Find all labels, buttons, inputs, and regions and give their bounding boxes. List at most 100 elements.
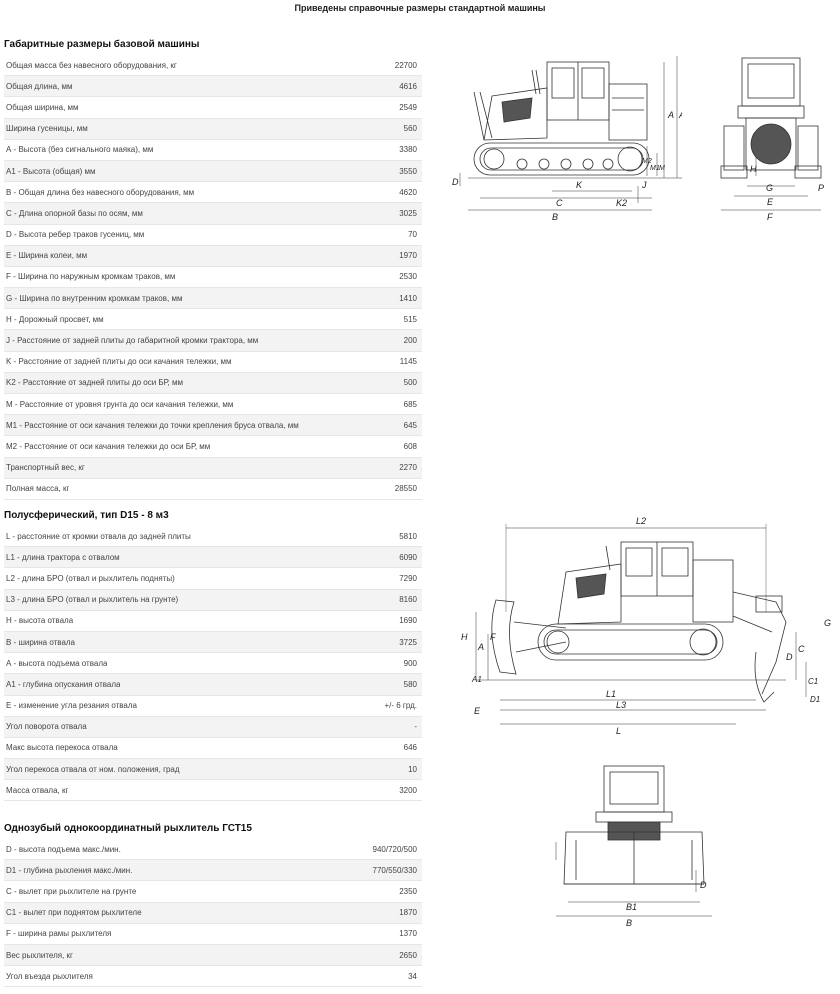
row-value: 2650 (399, 950, 417, 960)
row-label: Масса отвала, кг (6, 785, 69, 795)
row-value: 1145 (399, 357, 417, 367)
dim-label: B1 (626, 902, 637, 912)
row-value: 1370 (399, 929, 417, 939)
row-label: L1 - длина трактора с отвалом (6, 552, 120, 562)
table-row: J - Расстояние от задней плиты до габари… (4, 330, 422, 352)
dim-label: L1 (606, 689, 616, 699)
table-row: Е - Ширина колеи, мм 1970 (4, 245, 422, 267)
row-label: А - высота подъема отвала (6, 658, 108, 668)
row-value: 1870 (399, 908, 417, 918)
table-row: K2 - Расстояние от задней плиты до оси Б… (4, 372, 422, 394)
row-value: 1410 (399, 293, 417, 303)
table-row: В - Общая длина без навесного оборудован… (4, 182, 422, 204)
row-value: 685 (403, 399, 417, 409)
row-value: 560 (403, 124, 417, 134)
dim-label: G (824, 618, 831, 628)
table-row: Е - изменение угла резания отвала +/- 6 г… (4, 696, 422, 717)
row-label: Угол въезда рыхлителя (6, 971, 93, 981)
dim-label: E (474, 706, 481, 716)
row-label: G - Ширина по внутренним кромкам траков,… (6, 293, 183, 303)
row-value: +/- 6 грд. (384, 701, 417, 711)
row-value: 940/720/500 (372, 844, 418, 854)
section-title: Полусферический, тип D15 - 8 м3 (4, 510, 169, 521)
spec-table: D - высота подъема макс./мин. 940/720/500… (4, 839, 422, 988)
row-value: 3200 (399, 785, 417, 795)
row-value: 3725 (399, 637, 417, 647)
table-row: Общая масса без навесного оборудования, … (4, 55, 422, 77)
row-value: - (414, 722, 417, 732)
dim-label: K (576, 180, 583, 190)
row-label: L3 - длина БРО (отвал и рыхлитель на гру… (6, 595, 179, 605)
table-row: М - Расстояние от уровня грунта до оси к… (4, 394, 422, 416)
dim-label: H (461, 632, 468, 642)
row-value: 3380 (399, 145, 417, 155)
spec-table: Общая масса без навесного оборудования, … (4, 55, 422, 500)
dim-label: G (766, 183, 773, 193)
dim-label: J (641, 180, 647, 190)
row-label: Угол поворота отвала (6, 722, 87, 732)
dim-label: C (798, 644, 805, 654)
dim-label: C1 (808, 677, 818, 686)
row-label: С - Длина опорной базы по осям, мм (6, 208, 143, 218)
row-label: С - вылет при рыхлителе на грунте (6, 886, 137, 896)
row-value: 1970 (399, 251, 417, 261)
table-row: М1 - Расстояние от оси качания тележки д… (4, 415, 422, 437)
row-label: М1 - Расстояние от оси качания тележки д… (6, 420, 299, 430)
table-row: D1 - глубина рыхления макс./мин.770/550/… (4, 860, 422, 882)
row-label: D - Высота ребер траков гусениц, мм (6, 230, 145, 240)
table-row: В - ширина отвала 3725 (4, 631, 422, 654)
row-value: 4616 (399, 81, 417, 91)
section-base-dimensions: Габаритные размеры базовой машины Общая … (4, 35, 422, 500)
row-value: 900 (403, 658, 417, 668)
row-label: L2 - длина БРО (отвал и рыхлитель поднят… (6, 573, 175, 583)
row-label: А1 - Высота (общая) мм (6, 166, 96, 176)
row-label: Е - изменение угла резания отвала (6, 701, 137, 711)
row-value: 4620 (399, 187, 417, 197)
dim-label: M2 (642, 158, 652, 165)
row-label: В - ширина отвала (6, 637, 76, 647)
row-label: Общая ширина, мм (6, 102, 79, 112)
spec-table: L - расстояние от кромки отвала до задне… (4, 526, 422, 802)
row-value: 200 (403, 336, 417, 346)
row-value: 646 (403, 743, 417, 753)
section-title: Однозубый однокоординатный рыхлитель ГСТ… (4, 823, 252, 834)
row-value: 515 (403, 314, 417, 324)
table-row: D - высота подъема макс./мин. 940/720/500 (4, 839, 422, 861)
row-label: Е - Ширина колеи, мм (6, 251, 88, 261)
dim-label: B (626, 918, 632, 928)
row-value: 608 (403, 441, 417, 451)
row-value: 28550 (394, 484, 417, 494)
table-row: А - высота подъема отвала 900 (4, 653, 422, 675)
row-value: 8160 (399, 595, 417, 605)
row-value: 10 (408, 764, 417, 774)
dim-label: D (786, 652, 793, 662)
dim-label: A1 (678, 110, 682, 120)
row-label: F - ширина рамы рыхлителя (6, 929, 112, 939)
row-label: Общая длина, мм (6, 81, 73, 91)
table-row: Угол перекоса отвала от ном. положения, … (4, 759, 422, 781)
row-label: F - Ширина по наружным кромкам траков, м… (6, 272, 176, 282)
dim-label: K2 (616, 198, 627, 208)
dim-label: D (700, 880, 707, 890)
dim-label: A1 (471, 675, 482, 684)
row-label: D - высота подъема макс./мин. (6, 844, 121, 854)
row-value: 645 (403, 420, 417, 430)
table-row: L - расстояние от кромки отвала до задне… (4, 526, 422, 548)
row-label: D1 - глубина рыхления макс./мин. (6, 865, 133, 875)
dim-label: H (750, 164, 757, 174)
table-row: М2 - Расстояние от оси качания тележки д… (4, 436, 422, 458)
row-value: 22700 (394, 60, 417, 70)
dim-label: F (490, 632, 496, 642)
